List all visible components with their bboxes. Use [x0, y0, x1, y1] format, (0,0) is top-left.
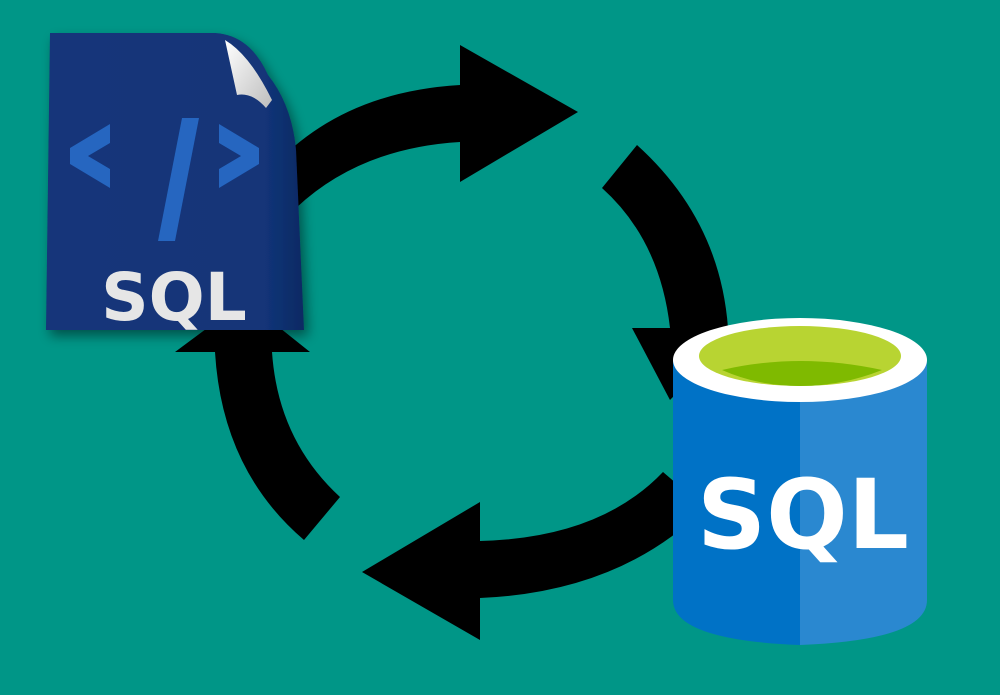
cylinder-body-right: [800, 360, 927, 645]
cylinder-body-left: [673, 360, 800, 645]
code-brackets-icon: [70, 118, 259, 241]
sql-file-icon: SQL: [46, 33, 304, 336]
arrow-bottom-icon: [362, 472, 705, 640]
file-sql-label: SQL: [101, 259, 247, 336]
arrow-left-icon: [175, 300, 340, 540]
database-sql-label: SQL: [697, 459, 909, 571]
arrow-top-icon: [270, 45, 578, 208]
page-curl-icon: [225, 40, 272, 108]
cylinder-liquid-inner: [722, 361, 882, 386]
sql-database-icon: SQL: [673, 318, 927, 645]
